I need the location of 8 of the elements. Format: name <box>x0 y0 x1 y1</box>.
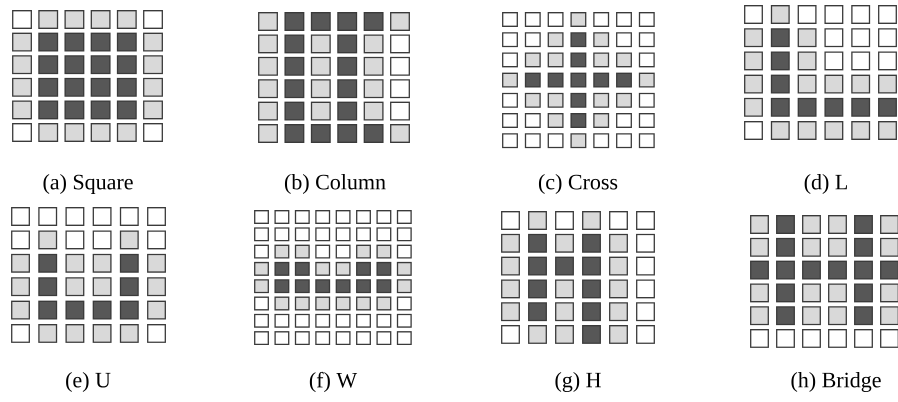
subfigure-caption: (c) Cross <box>538 174 618 194</box>
subfigure-caption: (b) Column <box>284 174 386 194</box>
subfigure-caption: (a) Square <box>43 174 133 194</box>
subfigure-caption: (h) Bridge <box>791 372 881 392</box>
subfigure-caption: (g) H <box>555 372 601 392</box>
subfigure-caption: (e) U <box>66 372 110 392</box>
subfigure-caption: (d) L <box>804 174 847 194</box>
subfigure-caption: (f) W <box>310 372 358 392</box>
